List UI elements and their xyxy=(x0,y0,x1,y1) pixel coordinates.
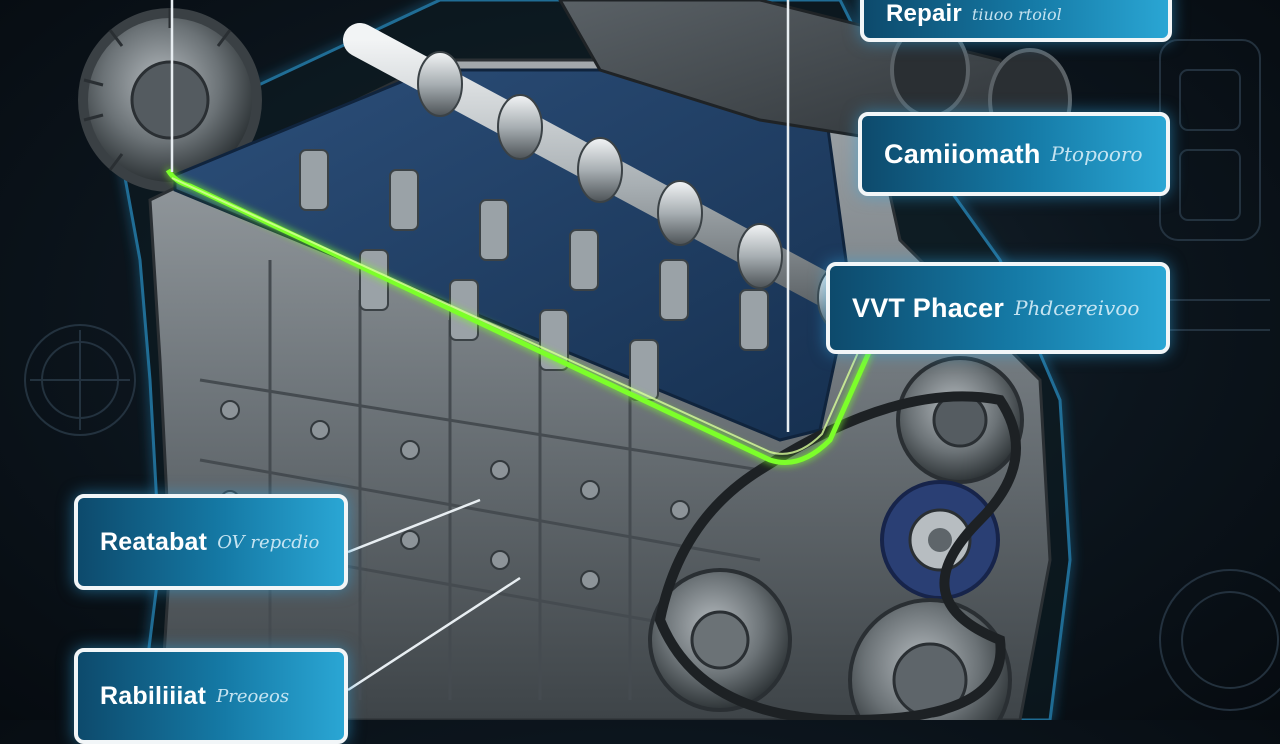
valve-cover xyxy=(173,68,852,442)
callout-left-lower-main: Rabiliiiat xyxy=(100,681,207,710)
pulley-blue xyxy=(880,480,1000,600)
callout-left-lower-sub: Preoeos xyxy=(216,685,290,707)
callout-repair-main: Repair xyxy=(886,0,962,27)
callout-camshaft-main: Camiiomath xyxy=(884,138,1041,169)
callout-camshaft: Camiiomath Ptopooro xyxy=(858,112,1170,196)
engine-diagram xyxy=(24,0,1280,720)
callout-left-lower: Rabiliiiat Preoeos xyxy=(74,648,348,744)
serpentine-belt xyxy=(654,391,1021,720)
timing-gear xyxy=(78,8,262,192)
callout-camshaft-sub: Ptopooro xyxy=(1050,142,1143,166)
callout-left-upper-main: Reatabat xyxy=(100,527,208,556)
pulley-lower xyxy=(648,568,792,712)
leader-lines xyxy=(170,0,790,692)
callout-vvt-phaser: VVT Phacer Phdcereivoo xyxy=(826,262,1170,354)
callout-left-upper-sub: OV repcdio xyxy=(217,531,320,553)
pulley-upper xyxy=(896,356,1024,484)
callout-left-upper: Reatabat OV repcdio xyxy=(74,494,348,590)
highlight-seal-line-inner xyxy=(171,177,861,455)
callout-vvt-main: VVT Phacer xyxy=(852,292,1005,323)
valve-springs xyxy=(299,149,769,401)
callout-repair: Repair tiuoo rtoiol xyxy=(860,0,1172,42)
callout-vvt-sub: Phdcereivoo xyxy=(1014,296,1140,320)
callout-repair-sub: tiuoo rtoiol xyxy=(971,4,1062,24)
highlight-seal-line xyxy=(165,168,873,465)
